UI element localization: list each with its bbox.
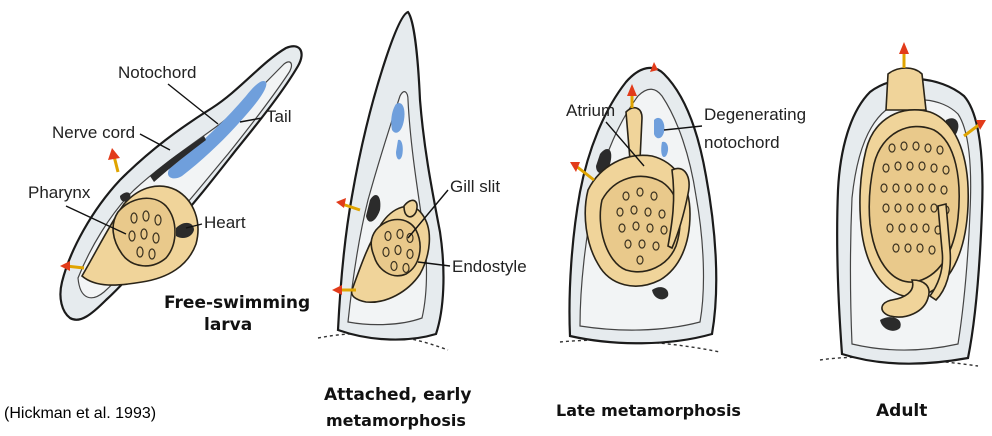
label-gill-slit: Gill slit [450, 177, 500, 196]
adult-oral-siphon [886, 68, 926, 110]
citation: (Hickman et al. 1993) [4, 405, 156, 422]
adult-illustration [820, 42, 986, 366]
attached-illustration [318, 12, 448, 350]
caption-attached-line1: Attached, early [324, 385, 471, 405]
label-pharynx: Pharynx [28, 183, 91, 202]
larva-illustration [60, 46, 302, 320]
label-nerve-cord: Nerve cord [52, 123, 135, 142]
label-endostyle: Endostyle [452, 257, 527, 276]
caption-adult: Adult [876, 401, 927, 421]
caption-larva-line1: Free-swimming [164, 293, 310, 313]
label-degenerating-line2: notochord [704, 133, 780, 152]
label-notochord: Notochord [118, 63, 196, 82]
label-atrium: Atrium [566, 101, 615, 120]
caption-larva-line2: larva [204, 315, 252, 335]
adult-water-arrow-top [899, 42, 909, 68]
larva-water-arrow-out [108, 148, 120, 172]
label-degenerating-line1: Degenerating [704, 105, 806, 124]
label-tail: Tail [266, 107, 292, 126]
late-pharynx [600, 176, 680, 271]
caption-late-metamorphosis: Late metamorphosis [556, 401, 741, 420]
caption-attached-line2: metamorphosis [326, 411, 466, 430]
label-heart: Heart [204, 213, 246, 232]
